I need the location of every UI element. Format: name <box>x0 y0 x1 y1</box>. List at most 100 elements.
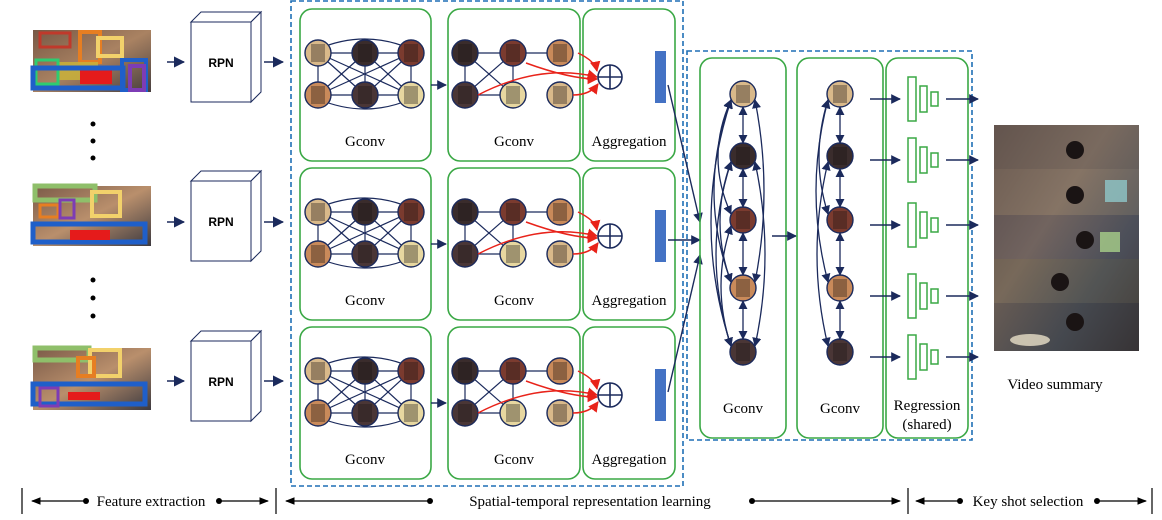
graph-node <box>546 357 574 385</box>
video-summary-label: Video summary <box>1007 377 1103 393</box>
spatial-row-1: Gconv Gconv Aggregation <box>299 8 676 162</box>
graph-node <box>351 240 379 268</box>
aggregation-box <box>582 167 676 321</box>
ellipsis-dots-2 <box>90 277 96 319</box>
spatial-gconv-label: Gconv <box>345 452 385 468</box>
graph-node <box>546 81 574 109</box>
ellipsis-dots-1 <box>90 121 96 161</box>
aggregation-label: Aggregation <box>592 452 667 468</box>
graph-node <box>304 357 332 385</box>
graph-node <box>546 198 574 226</box>
graph-node <box>451 357 479 385</box>
temporal-gconv-label-1: Gconv <box>723 401 763 417</box>
graph-node <box>546 240 574 268</box>
graph-node <box>451 81 479 109</box>
arrow-agg-temporal-1 <box>667 84 703 223</box>
rpn-label: RPN <box>208 56 233 70</box>
rpn-box-1: RPN <box>189 10 263 104</box>
temporal-node <box>729 80 757 108</box>
graph-node <box>499 240 527 268</box>
graph-node <box>499 81 527 109</box>
stage-key-shot-selection: Key shot selection <box>973 494 1084 510</box>
stage-feature-extraction: Feature extraction <box>97 494 206 510</box>
graph-node <box>304 240 332 268</box>
graph-node <box>397 81 425 109</box>
spatial-gconv-label: Gconv <box>494 452 534 468</box>
spatial-gconv-box <box>447 8 581 162</box>
spatial-gconv-label: Gconv <box>345 293 385 309</box>
regression-head-5 <box>870 334 979 380</box>
spatial-dashed-box <box>290 0 684 487</box>
graph-node <box>499 399 527 427</box>
spatial-gconv-label: Gconv <box>494 134 534 150</box>
sum-operator-icon <box>597 382 623 408</box>
regression-head-3 <box>870 202 979 248</box>
aggregation-arrows <box>477 370 601 414</box>
graph-node <box>397 39 425 67</box>
input-frame-3 <box>30 345 151 410</box>
stage-bar <box>21 488 1153 514</box>
temporal-node <box>826 206 854 234</box>
graph-node <box>546 39 574 67</box>
spatial-gconv-box <box>447 326 581 480</box>
temporal-node <box>826 274 854 302</box>
graph-node <box>304 39 332 67</box>
graph-node <box>451 39 479 67</box>
graph-node <box>351 399 379 427</box>
aggregation-label: Aggregation <box>592 293 667 309</box>
graph-node <box>499 39 527 67</box>
spatial-row-2: Gconv Gconv Aggregation <box>299 167 676 321</box>
temporal-gconv-box-1 <box>699 57 787 439</box>
graph-node <box>397 198 425 226</box>
rpn-label: RPN <box>208 215 233 229</box>
aggregation-arrows <box>477 211 601 255</box>
temporal-dashed-box <box>686 50 973 441</box>
regression-shared-label: (shared) <box>902 417 951 433</box>
spatial-gconv-label: Gconv <box>345 134 385 150</box>
rpn-box-3: RPN <box>189 329 263 423</box>
graph-node <box>499 357 527 385</box>
graph-node <box>451 399 479 427</box>
graph-node <box>304 81 332 109</box>
temporal-edges <box>815 99 845 347</box>
graph-node <box>351 198 379 226</box>
regression-box <box>885 57 969 439</box>
graph-node <box>304 399 332 427</box>
temporal-node <box>729 338 757 366</box>
spatial-gconv-label: Gconv <box>494 293 534 309</box>
graph-node <box>546 399 574 427</box>
graph-node <box>304 198 332 226</box>
input-frame-2 <box>30 183 151 246</box>
graph-node <box>397 357 425 385</box>
graph-node <box>451 240 479 268</box>
temporal-node <box>729 206 757 234</box>
video-summary-image <box>994 125 1139 351</box>
temporal-node <box>826 142 854 170</box>
temporal-gconv-box-2 <box>796 57 884 439</box>
spatial-row-3: Gconv Gconv Aggregation <box>299 326 676 480</box>
temporal-node <box>729 274 757 302</box>
aggregation-arrows <box>477 52 601 96</box>
rpn-box-2: RPN <box>189 169 263 263</box>
aggregated-feature-bar <box>655 51 666 103</box>
temporal-gconv-label-2: Gconv <box>820 401 860 417</box>
spatial-gconv-box <box>447 167 581 321</box>
arrow-agg-temporal-3 <box>667 254 703 393</box>
graph-node <box>351 81 379 109</box>
graph-node <box>397 399 425 427</box>
graph-node <box>351 39 379 67</box>
aggregation-box <box>582 8 676 162</box>
graph-node <box>397 240 425 268</box>
aggregation-label: Aggregation <box>592 134 667 150</box>
temporal-edges <box>710 99 766 347</box>
temporal-node <box>826 338 854 366</box>
graph-node <box>351 357 379 385</box>
regression-head-2 <box>870 137 979 183</box>
input-frame-1 <box>30 30 151 92</box>
sum-operator-icon <box>597 223 623 249</box>
temporal-node <box>729 142 757 170</box>
rpn-label: RPN <box>208 375 233 389</box>
stage-spatial-temporal: Spatial-temporal representation learning <box>469 494 711 510</box>
graph-node <box>451 198 479 226</box>
